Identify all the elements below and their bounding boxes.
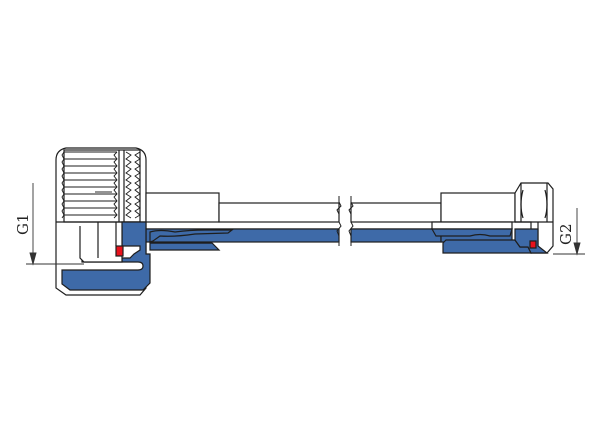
dimension-g1 — [26, 183, 84, 266]
label-g1: G1 — [14, 213, 32, 235]
break-marks — [336, 196, 354, 246]
dimension-g2 — [553, 208, 585, 256]
right-ferrule-outer — [440, 192, 516, 223]
hose-outer-braid — [218, 202, 442, 223]
left-seal — [115, 245, 124, 257]
right-seal — [529, 240, 537, 249]
left-ferrule-outer — [145, 192, 220, 223]
left-ferrule — [149, 229, 234, 251]
right-ferrule — [430, 221, 532, 254]
label-g2: G2 — [557, 223, 575, 245]
knurled-nut — [55, 147, 147, 296]
